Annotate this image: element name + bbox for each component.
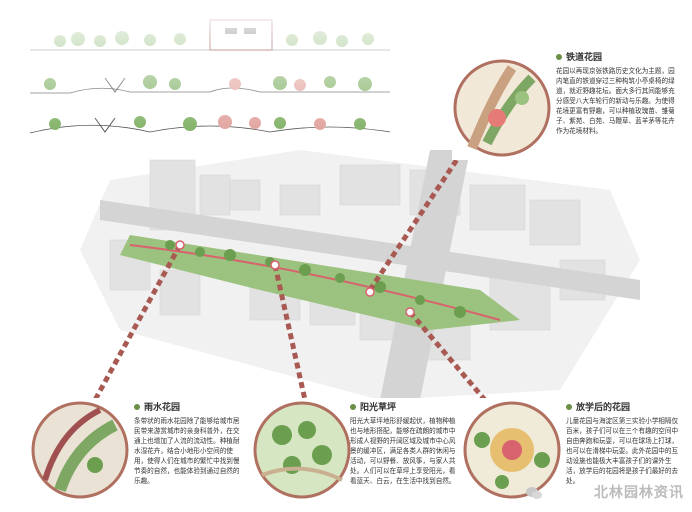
watermark: 北林园林资讯 (594, 485, 684, 501)
railway-garden-text: 花园以再现京张铁路历史文化为主题，园内笔直的铁道穿过三种构筑小亭桌椅的绿道，就近… (556, 67, 675, 135)
sun-lawn-vignette (253, 401, 351, 499)
rain-garden-vignette (31, 401, 129, 499)
title-bullet (556, 54, 562, 60)
title-bullet (134, 404, 140, 410)
wechat-icon (526, 487, 542, 499)
railway-garden-title: 铁道花园 (566, 53, 603, 63)
after-school-garden-vignette (463, 401, 561, 499)
title-bullet (350, 404, 356, 410)
title-bullet (566, 404, 572, 410)
rain-garden-title: 雨水花园 (144, 403, 181, 413)
railway-garden-vignette (453, 59, 551, 157)
leader-lines (92, 138, 487, 402)
rain-garden-text: 条带状的雨水花园除了能够给城市居民带来游赏城市的亲身科普外，在交通上也增加了人流… (134, 417, 240, 485)
sun-lawn-callout: 阳光草坪 阳光大草坪地形舒缓起伏，植物种植也与地形搭配，能够在疏朗的城市中形成人… (252, 398, 458, 506)
sun-lawn-text: 阳光大草坪地形舒缓起伏，植物种植也与地形搭配，能够在疏朗的城市中形成人视野的开阔… (350, 417, 456, 485)
after-school-garden-callout: 放学后的花园 儿童花园与海淀区第三实验小学相隔仅百米，孩子们可以在三个有趣的空间… (462, 398, 684, 506)
after-school-garden-title: 放学后的花园 (576, 403, 631, 413)
markers (175, 240, 415, 317)
rain-garden-callout: 雨水花园 条带状的雨水花园除了能够给城市居民带来游赏城市的亲身科普外，在交通上也… (30, 398, 248, 506)
railway-garden-callout: 铁道花园 花园以再现京张铁路历史文化为主题，园内笔直的铁道穿过三种构筑小亭桌椅的… (452, 48, 680, 160)
sun-lawn-title: 阳光草坪 (360, 403, 397, 413)
after-school-garden-text: 儿童花园与海淀区第三实验小学相隔仅百米，孩子们可以在三个有趣的空间中自由奔跑和玩… (566, 417, 679, 485)
